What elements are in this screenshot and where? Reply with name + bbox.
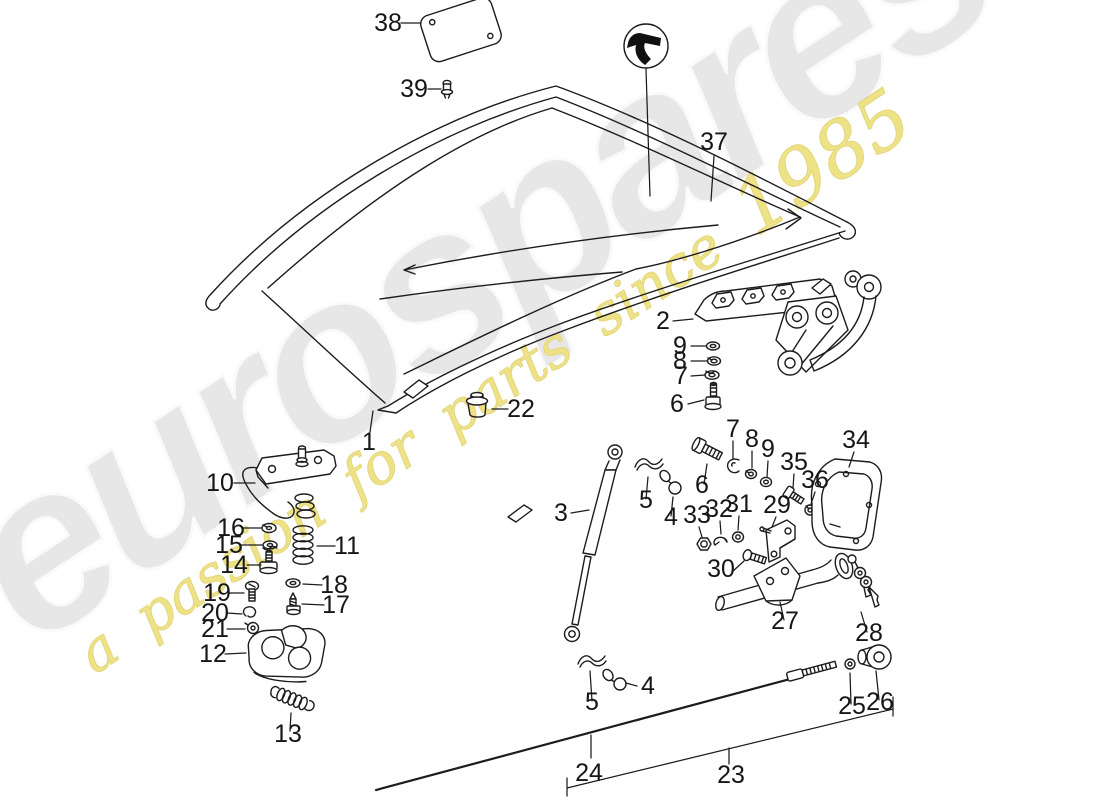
part-11-spring — [292, 525, 314, 565]
part-label-28: 28 — [855, 619, 883, 647]
part-6-bolt — [704, 381, 722, 411]
part-label-18: 18 — [320, 571, 348, 599]
hood-hinge-tab — [507, 504, 533, 523]
part-label-6: 6 — [670, 390, 684, 418]
part-5-clip — [577, 655, 607, 668]
part-31-washer — [731, 531, 745, 543]
part-22-buffer — [465, 391, 489, 418]
part-38-gasket-plate — [419, 0, 502, 63]
part-label-4b: 4 — [641, 672, 655, 700]
part-8-washer — [744, 468, 758, 480]
part-label-27: 27 — [771, 607, 799, 635]
part-18-washer — [285, 578, 301, 588]
part-28-keys — [847, 554, 880, 608]
part-20-clip — [242, 606, 257, 618]
part-25-washer — [844, 658, 856, 670]
hood-hinge-tab — [403, 379, 429, 399]
part-label-17: 17 — [322, 591, 350, 619]
part-label-21: 21 — [201, 615, 229, 643]
part-label-5b: 5 — [585, 688, 599, 716]
part-label-10: 10 — [206, 469, 234, 497]
part-label-8b: 8 — [745, 425, 759, 453]
part-label-7: 7 — [674, 362, 688, 390]
part-21-washer — [244, 621, 260, 635]
part-4-ball-stud — [602, 668, 627, 691]
part-label-15: 15 — [215, 531, 243, 559]
part-label-1: 1 — [362, 428, 376, 456]
part-9-washer — [759, 476, 773, 488]
part-30-screw — [742, 549, 768, 565]
part-label-12: 12 — [199, 640, 227, 668]
part-label-33: 33 — [683, 501, 711, 529]
hood-drawing — [205, 85, 857, 523]
part-labels: 38 39 37 1 22 2 9 8 7 6 3 5 4 6 7 8 9 35… — [199, 9, 894, 789]
part-label-22: 22 — [507, 395, 535, 423]
part-label-38: 38 — [374, 9, 402, 37]
part-label-14: 14 — [220, 551, 248, 579]
part-10-lock-bracket — [242, 445, 337, 519]
part-6-bolt — [691, 436, 723, 461]
part-label-30: 30 — [707, 555, 735, 583]
part-label-2: 2 — [656, 307, 670, 335]
part-label-4: 4 — [664, 503, 678, 531]
part-label-9: 9 — [673, 332, 687, 360]
part-8-lock-washer — [706, 356, 722, 366]
part-label-34: 34 — [842, 426, 870, 454]
part-29-bracket — [759, 519, 796, 563]
part-label-37: 37 — [700, 128, 728, 156]
part-label-39: 39 — [400, 75, 428, 103]
part-3-gas-strut — [563, 444, 623, 643]
part-label-26: 26 — [866, 688, 894, 716]
part-26-bushing — [857, 644, 892, 670]
part-label-29: 29 — [763, 491, 791, 519]
part-label-7b: 7 — [726, 415, 740, 443]
part-label-19: 19 — [203, 579, 231, 607]
part-label-20: 20 — [201, 599, 229, 627]
part-9-washer — [705, 341, 721, 351]
part-7-c-washer — [726, 458, 740, 474]
part-label-24: 24 — [575, 759, 603, 787]
part-label-9b: 9 — [761, 435, 775, 463]
part-5-clip — [634, 458, 664, 471]
turn-left-arrow-icon — [623, 23, 669, 197]
part-27-release-handle — [715, 552, 854, 612]
part-label-3: 3 — [554, 499, 568, 527]
part-label-6b: 6 — [695, 471, 709, 499]
part-label-35: 35 — [780, 448, 808, 476]
part-label-13: 13 — [274, 720, 302, 748]
part-label-16: 16 — [217, 514, 245, 542]
part-label-8: 8 — [673, 347, 687, 375]
part-label-36: 36 — [801, 466, 829, 494]
part-2-hinge — [694, 270, 882, 376]
part-label-25: 25 — [838, 692, 866, 720]
part-33-nut — [696, 537, 712, 551]
part-39-clip — [440, 79, 454, 99]
part-label-11: 11 — [334, 532, 360, 560]
part-35-screw — [782, 485, 805, 505]
part-15-spring-washer — [262, 540, 278, 551]
leader-lines — [224, 22, 880, 765]
part-7-spring-washer — [704, 370, 720, 380]
part-32-lock-washer — [713, 536, 728, 546]
part-label-5: 5 — [639, 486, 653, 514]
part-23-release-cable — [374, 660, 894, 797]
part-12-lock-plate — [247, 625, 326, 683]
part-16-lock-washer — [261, 522, 277, 534]
part-4-ball-stud — [659, 469, 682, 495]
part-label-31: 31 — [725, 490, 753, 518]
part-label-23: 23 — [717, 761, 745, 789]
part-label-32: 32 — [705, 495, 733, 523]
part-14-bolt — [259, 549, 278, 575]
part-34-bracket-plate — [810, 458, 883, 551]
part-13-spring — [270, 685, 315, 712]
part-17-screw — [286, 592, 301, 616]
part-19-screw — [244, 580, 260, 602]
